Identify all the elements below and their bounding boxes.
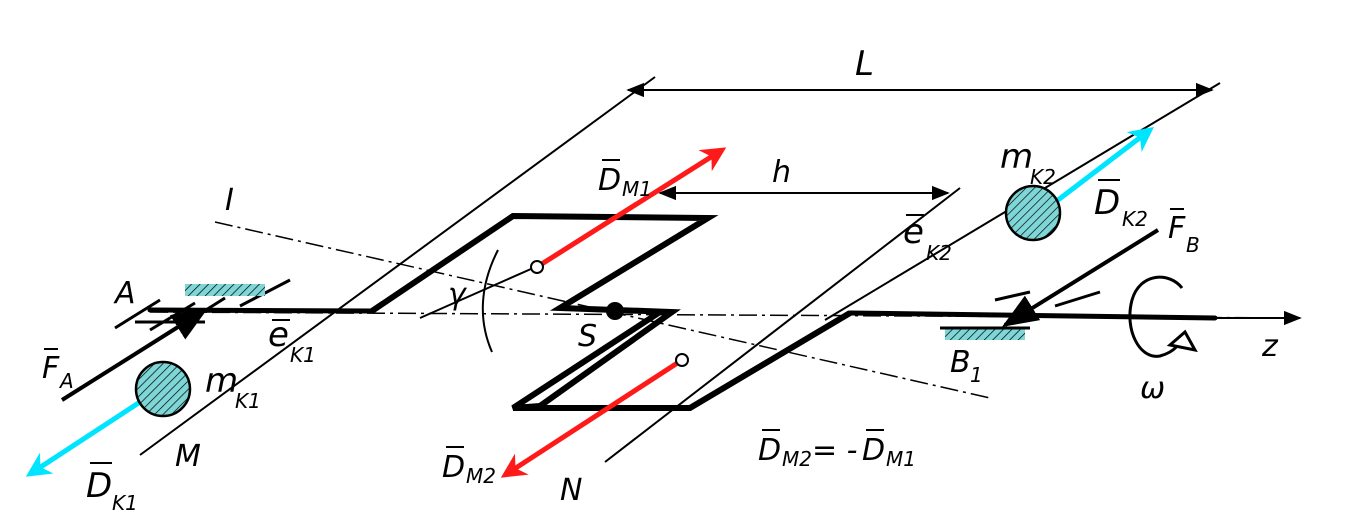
svg-text:D: D: [86, 466, 112, 506]
label-gamma: γ: [448, 277, 468, 312]
labels: L h I A F A F B m K1 m K2 e K1 e: [42, 44, 1279, 515]
svg-text:m: m: [1000, 137, 1033, 177]
label-omega: ω: [1140, 371, 1165, 406]
label-I: I: [225, 183, 234, 218]
bearing-A-hatch: [185, 284, 265, 296]
force-DM2-arrow: [500, 357, 684, 478]
label-A: A: [113, 276, 136, 311]
svg-text:F: F: [42, 351, 60, 386]
omega-rotation-icon: [1128, 275, 1198, 358]
force-DM1-arrow: [535, 147, 727, 270]
label-mK1: m K1: [205, 361, 261, 413]
center-of-mass-S: [606, 302, 624, 320]
svg-text:M1: M1: [622, 177, 652, 201]
plane-line-middle: [604, 187, 961, 463]
svg-text:A: A: [58, 369, 74, 393]
bearing-A: [114, 278, 291, 332]
label-FA: F A: [42, 348, 74, 393]
svg-text:K2: K2: [1030, 165, 1056, 189]
svg-text:K2: K2: [926, 241, 952, 265]
label-M: M: [175, 439, 201, 474]
svg-text:D: D: [1094, 183, 1120, 223]
label-DM2: D M2: [442, 446, 496, 488]
svg-text:M2: M2: [782, 447, 812, 471]
force-FA-arrow: [60, 308, 209, 402]
svg-text:D: D: [758, 433, 781, 468]
label-DK2: D K2: [1094, 179, 1148, 231]
bearing-B-hatch: [945, 328, 1025, 340]
label-DM1: D M1: [598, 159, 652, 201]
label-mK2: m K2: [1000, 137, 1056, 189]
bearing-A-line1: [114, 298, 161, 330]
label-eK2: e K2: [903, 212, 952, 265]
omega-rotation-arrowhead: [1166, 329, 1198, 353]
omega-rotation-arc: [1128, 275, 1184, 358]
svg-text:M1: M1: [886, 447, 916, 471]
svg-text:D: D: [598, 163, 621, 198]
plane-lines: [139, 76, 1221, 463]
svg-text:D: D: [442, 450, 465, 485]
force-DK2-arrow: [1056, 126, 1154, 202]
crank-pin-upper: [530, 260, 544, 274]
svg-text:B: B: [1186, 233, 1200, 257]
crank-upper-throw: [370, 212, 719, 409]
svg-text:m: m: [205, 361, 238, 401]
label-FB: F B: [1168, 208, 1200, 257]
crank-pin-lower: [675, 353, 689, 367]
centrifugal-forces: [500, 147, 727, 478]
svg-text:B: B: [950, 345, 971, 380]
shaft-right: [847, 310, 1218, 321]
svg-text:M2: M2: [466, 464, 496, 488]
label-z: z: [1261, 329, 1279, 364]
gamma-arc: [481, 249, 499, 353]
label-L: L: [855, 44, 874, 84]
svg-text:K2: K2: [1122, 207, 1148, 231]
balancing-masses: [25, 126, 1154, 477]
force-DK1-arrow: [25, 399, 142, 477]
bearing-A-line2: [149, 301, 196, 332]
mass-mK1: [134, 360, 192, 418]
svg-text:K1: K1: [112, 491, 138, 515]
plane-line-left: [139, 76, 656, 456]
svg-text:e: e: [903, 212, 924, 252]
crank-lower-throw: [513, 310, 852, 411]
svg-text:D: D: [862, 433, 885, 468]
force-FB-arrow: [1001, 228, 1160, 327]
label-N: N: [560, 473, 582, 508]
svg-text:F: F: [1168, 211, 1186, 246]
svg-text:K1: K1: [290, 343, 316, 367]
svg-text:1: 1: [970, 363, 983, 387]
mass-mK2: [1004, 184, 1062, 242]
gamma-ray: [419, 264, 541, 319]
bearing-B: [940, 290, 1101, 340]
gamma-angle: [419, 249, 541, 353]
bearing-B-line1: [994, 290, 1031, 302]
svg-text:e: e: [268, 315, 289, 355]
equation-DM2-equals-minus-DM1: D M2 = - D M1: [758, 429, 916, 471]
label-eK1: e K1: [268, 315, 316, 367]
crank: [370, 212, 852, 411]
svg-text:K1: K1: [235, 389, 261, 413]
bearing-B-line2: [1054, 290, 1101, 308]
svg-text:= -: = -: [812, 433, 858, 468]
label-B: B 1: [950, 345, 983, 387]
label-DK1: D K1: [86, 462, 138, 515]
label-S: S: [578, 319, 597, 354]
shaft: [147, 307, 1218, 321]
label-h: h: [772, 155, 791, 190]
